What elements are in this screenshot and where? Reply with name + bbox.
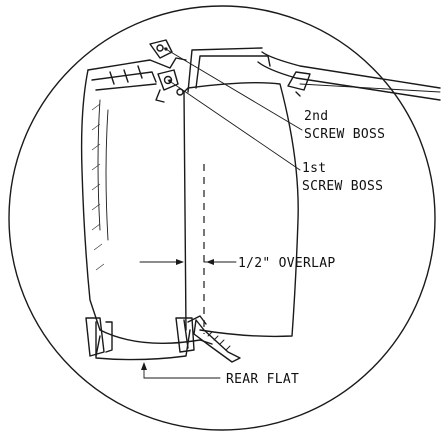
detail-circle [8,5,436,431]
left-wrap-panel [80,57,187,331]
label-1st-screw-boss-line1: 1st [302,161,326,176]
label-2nd-screw-boss-line2: SCREW BOSS [304,127,385,142]
cable-assembly [257,51,441,101]
screw-boss-clips [149,39,184,103]
label-1st-screw-boss-line2: SCREW BOSS [302,179,383,194]
label-2nd-screw-boss-line1: 2nd [304,109,328,124]
alligator-clip [187,315,241,363]
wire-bracket [187,47,271,93]
rear-flat-base [85,317,213,361]
label-rear-flat: REAR FLAT [226,372,299,387]
right-wrap-panel [183,81,299,338]
rear-flat-leader [141,362,221,379]
overlap-dimension [139,259,237,265]
label-overlap: 1/2" OVERLAP [238,256,336,271]
leader-lines [163,47,303,171]
